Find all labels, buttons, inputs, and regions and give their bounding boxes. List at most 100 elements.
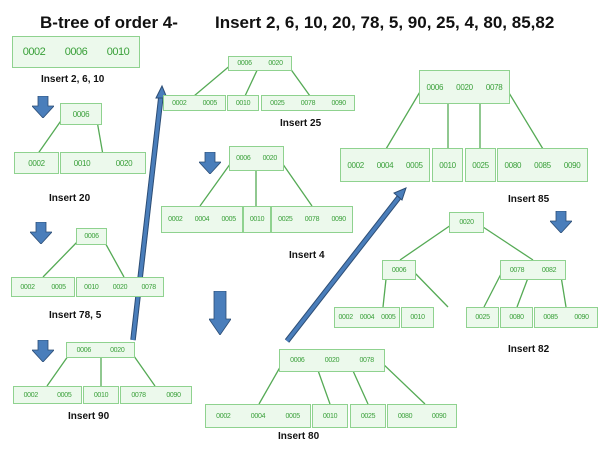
node-key: 0006 [72, 109, 90, 119]
node-key: 0078 [359, 357, 374, 364]
down-arrow-icon [32, 96, 54, 118]
step-label: Insert 2, 6, 10 [41, 74, 105, 85]
step-label: Insert 20 [49, 193, 91, 204]
node-key: 0085 [534, 160, 551, 170]
tree-node-leaf: 0002 0005 [163, 95, 226, 111]
tree-node: 0002 0006 0010 [12, 36, 140, 68]
node-key: 0005 [406, 160, 423, 170]
node-key: 0006 [76, 346, 92, 354]
node-key: 0020 [262, 155, 278, 162]
node-key: 0002 [338, 314, 353, 321]
node-key: 0010 [410, 314, 425, 321]
edge [279, 159, 313, 207]
node-key: 0010 [322, 412, 338, 420]
edge [399, 224, 452, 261]
node-key: 0025 [475, 314, 490, 321]
node-key: 0085 [543, 314, 558, 321]
down-arrow-icon [550, 211, 572, 233]
insert-sequence: Insert 2, 6, 10, 20, 78, 5, 90, 25, 4, 8… [215, 13, 555, 32]
node-key: 0006 [237, 60, 252, 67]
tree-node-internal: 0078 0082 [500, 260, 566, 280]
tree-node-root: 0006 0020 0078 [419, 70, 510, 104]
node-key: 0004 [250, 412, 266, 420]
node-key: 0005 [51, 283, 66, 291]
tree-node-internal: 0006 [382, 260, 416, 280]
node-key: 0002 [168, 216, 183, 223]
node-key: 0004 [376, 160, 394, 170]
tree-node-leaf: 0002 0004 0005 [161, 206, 243, 233]
tree-node-root: 0006 0020 [228, 56, 292, 71]
tree-node-leaf: 0085 0090 [534, 307, 598, 328]
tree-node-leaf: 0025 [350, 404, 386, 428]
node-key: 0020 [112, 283, 128, 291]
step-label: Insert 80 [278, 431, 320, 442]
node-key: 0025 [270, 99, 285, 107]
node-key: 0010 [93, 391, 109, 399]
node-key: 0020 [268, 60, 283, 67]
node-key: 0005 [381, 314, 396, 321]
node-key: 0090 [563, 160, 581, 170]
tree-node-leaf: 0010 [243, 206, 271, 233]
tree-node-leaf: 0025 0078 0090 [261, 95, 355, 111]
node-key: 0078 [141, 283, 156, 291]
tree-node-leaf: 0078 0090 [120, 386, 192, 404]
node-key: 0080 [397, 412, 413, 420]
node-key: 0002 [28, 158, 45, 168]
node-key: 0002 [23, 391, 39, 399]
tree-node-leaf: 0002 0005 [13, 386, 82, 404]
node-key: 0010 [84, 283, 99, 291]
tree-node-leaf: 0010 [312, 404, 348, 428]
step-label: Insert 25 [280, 118, 322, 129]
tree-node-leaf: 0002 0004 0005 [205, 404, 311, 428]
down-arrow-icon [199, 152, 221, 174]
step-label: Insert 85 [508, 194, 550, 205]
step-label: Insert 4 [289, 250, 325, 261]
tree-node-leaf: 0080 0090 [387, 404, 457, 428]
node-key: 0090 [331, 99, 346, 107]
node-key: 0010 [249, 216, 265, 223]
node-key: 0090 [331, 216, 346, 223]
node-key: 0006 [236, 155, 251, 162]
node-key: 0020 [324, 357, 340, 364]
node-key: 0025 [360, 412, 376, 420]
node-key: 0078 [300, 99, 316, 107]
tree-node-leaf: 0010 0020 [60, 152, 146, 174]
step-label: Insert 90 [68, 411, 110, 422]
tree-node-leaf: 0080 [500, 307, 533, 328]
node-key: 0010 [106, 46, 130, 58]
tree-node-root: 0006 0020 [229, 146, 284, 171]
tree-node-leaf: 0010 [432, 148, 463, 182]
node-key: 0078 [304, 216, 320, 223]
node-key: 0006 [290, 357, 305, 364]
node-key: 0025 [472, 160, 489, 170]
node-key: 0010 [439, 160, 456, 170]
node-key: 0005 [221, 216, 236, 223]
edge [380, 361, 426, 405]
node-key: 0002 [172, 99, 187, 107]
edge [505, 87, 544, 150]
tree-node-leaf: 0080 0085 0090 [497, 148, 588, 182]
tree-node-leaf: 0010 [227, 95, 259, 111]
down-arrow-icon [32, 340, 54, 362]
edge [193, 63, 233, 97]
node-key: 0020 [456, 82, 473, 92]
node-key: 0002 [216, 412, 231, 420]
node-key: 0004 [194, 216, 210, 223]
node-key: 0090 [431, 412, 447, 420]
tree-node-root: 0006 [76, 228, 107, 245]
down-arrow-icon [209, 291, 231, 335]
tree-node-leaf: 0002 0004 0005 [340, 148, 430, 182]
node-key: 0020 [115, 158, 133, 168]
node-key: 0090 [574, 314, 589, 321]
node-key: 0020 [110, 346, 125, 354]
node-key: 0010 [235, 99, 251, 107]
node-key: 0078 [131, 391, 146, 399]
tree-node-leaf: 0010 0020 0078 [76, 277, 164, 297]
node-key: 0090 [166, 391, 181, 399]
node-key: 0005 [57, 391, 72, 399]
node-key: 0006 [426, 82, 444, 92]
node-key: 0078 [509, 266, 525, 274]
node-key: 0005 [285, 412, 300, 420]
node-key: 0005 [202, 99, 218, 107]
edge [42, 238, 81, 278]
